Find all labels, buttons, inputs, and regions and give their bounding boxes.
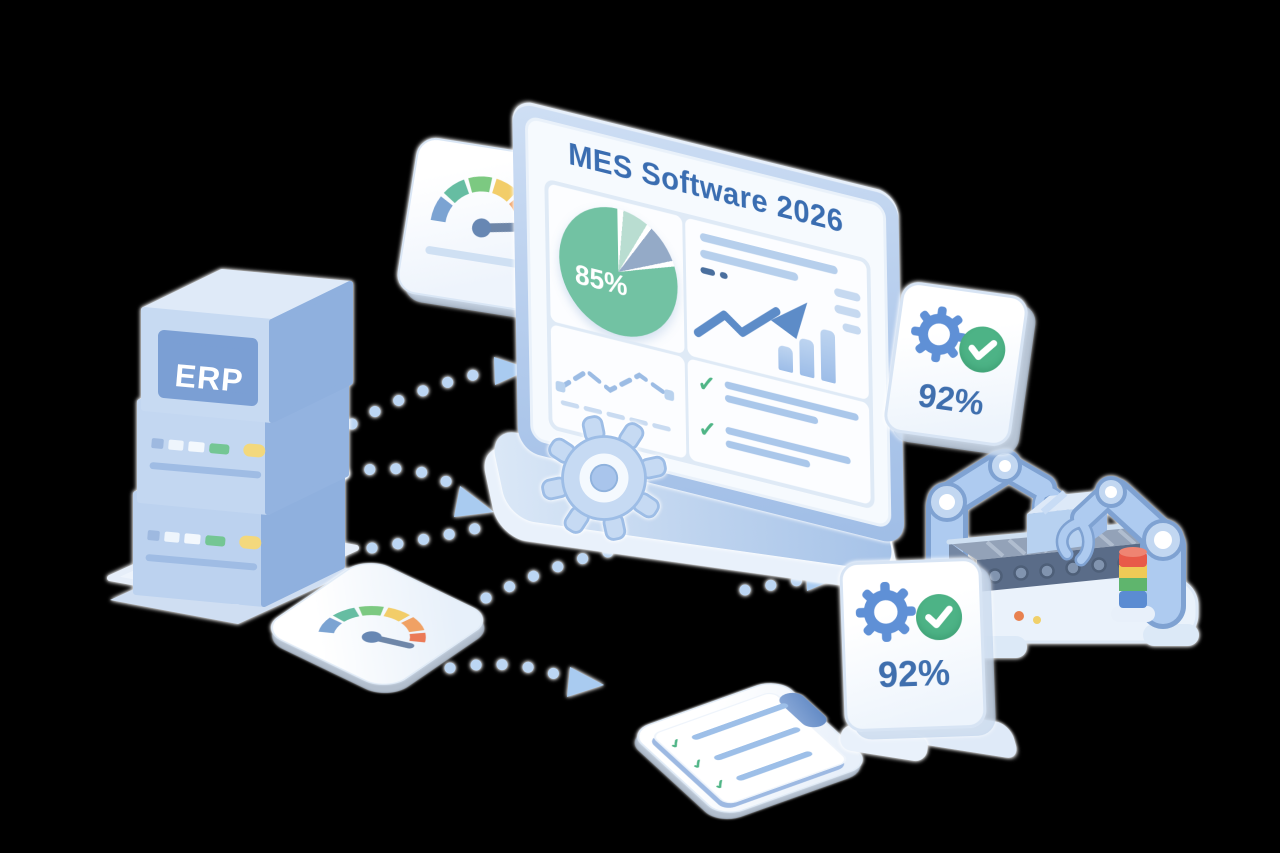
gear-icon-large: [541, 415, 667, 541]
arrowhead-icon: [454, 486, 494, 517]
mini-bar-chart: [778, 318, 836, 385]
check-circle-icon: [915, 593, 963, 641]
gauge-hub: [361, 631, 382, 643]
pie-chart-value: 85%: [574, 257, 628, 303]
checkmark-icon: ✓: [697, 413, 718, 446]
gauge-icon: [318, 606, 426, 649]
stack-light-icon: [1111, 547, 1155, 622]
gear-icon: [855, 581, 916, 642]
dashed-line-chart: [555, 368, 675, 433]
check-circle-icon: [956, 323, 1009, 376]
text-line: [834, 287, 860, 303]
arrowhead-icon: [494, 357, 530, 385]
badge-icons: [843, 577, 981, 646]
status-led-red: [1014, 611, 1024, 621]
checkmark-icon: ✓: [697, 368, 717, 400]
kpi-badge-top: 92%: [882, 279, 1030, 449]
robot-arm-left: [926, 449, 1069, 583]
arrow-erp-to-monitor: [346, 365, 498, 430]
gauge-hub: [472, 218, 492, 238]
badge-icons: [895, 299, 1025, 379]
trend-up-arrow-icon: [694, 302, 808, 339]
robot-station: [919, 449, 1199, 658]
erp-label: ERP: [173, 357, 245, 399]
dashboard-panels: 85%: [544, 178, 875, 510]
gauge-tile-surface: [258, 556, 496, 692]
line-chart-panel: [550, 324, 687, 459]
clipboard-board: ✓ ✓ ✓: [627, 677, 873, 819]
trend-panel: [684, 217, 869, 401]
bar: [778, 345, 794, 374]
text-line: [842, 322, 861, 336]
pie-chart: 85%: [558, 194, 679, 350]
bar: [799, 337, 815, 379]
mes-monitor: MES Software 2026 85%: [512, 98, 905, 547]
arrow-platform-curve: [366, 522, 484, 554]
server-indicator-lights: [145, 530, 262, 571]
gauge-tile-bottom: [252, 534, 502, 714]
arrowhead-icon: [567, 667, 604, 697]
bar: [820, 328, 836, 385]
erp-server-stack: ERP: [107, 269, 359, 624]
server-indicator-lights: [149, 438, 266, 479]
status-led-yellow: [1033, 616, 1041, 624]
monitor-screen: MES Software 2026 85%: [524, 114, 892, 530]
kpi-badge-bottom: 92%: [839, 557, 987, 733]
robot-arm-right: [1055, 476, 1186, 629]
server-unit-top: ERP: [141, 269, 353, 423]
text-line: [834, 304, 861, 319]
erp-label-panel: ERP: [158, 330, 258, 406]
kpi-value: 92%: [915, 376, 987, 423]
kpi-value: 92%: [877, 651, 951, 696]
arrow-to-badge-left: [480, 544, 624, 604]
